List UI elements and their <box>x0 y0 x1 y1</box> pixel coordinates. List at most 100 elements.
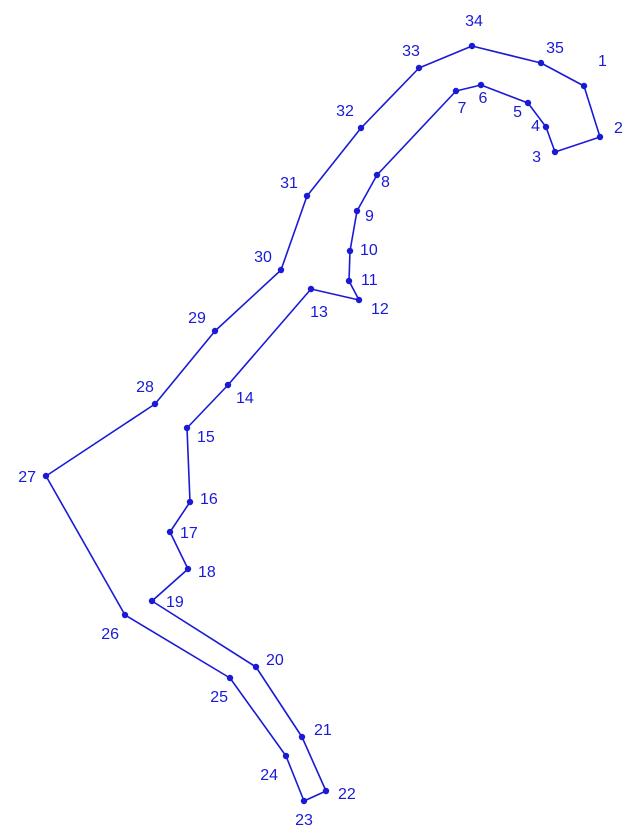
vertex-label-6: 6 <box>479 90 488 107</box>
vertex-27 <box>42 472 50 480</box>
vertex-32 <box>357 124 365 132</box>
edge-16-17 <box>169 501 191 533</box>
vertex-label-3: 3 <box>532 149 541 166</box>
vertex-label-28: 28 <box>136 379 154 396</box>
vertex-label-25: 25 <box>210 689 228 706</box>
vertex-30 <box>277 266 285 274</box>
vertex-8 <box>373 171 381 179</box>
edge-12-13 <box>310 288 360 301</box>
edge-4-5 <box>527 102 547 128</box>
vertex-5 <box>524 99 532 107</box>
vertex-label-23: 23 <box>295 812 313 827</box>
vertex-label-15: 15 <box>197 429 215 446</box>
edge-28-29 <box>154 330 216 405</box>
edge-26-27 <box>45 475 126 616</box>
vertex-13 <box>307 285 315 293</box>
vertex-label-31: 31 <box>280 175 298 192</box>
vertex-31 <box>303 192 311 200</box>
edge-23-24 <box>285 755 305 802</box>
vertex-label-7: 7 <box>458 100 467 117</box>
vertex-label-5: 5 <box>513 104 522 121</box>
edge-10-11 <box>348 250 351 282</box>
vertex-18 <box>184 565 192 573</box>
vertex-9 <box>353 207 361 215</box>
vertex-label-19: 19 <box>166 594 184 611</box>
vertex-labels: 1234567891011121314151617181920212223242… <box>18 13 623 827</box>
vertex-11 <box>345 277 353 285</box>
vertex-label-21: 21 <box>314 722 332 739</box>
edge-8-9 <box>356 174 378 212</box>
vertex-29 <box>211 327 219 335</box>
vertex-10 <box>346 247 354 255</box>
vertex-28 <box>151 400 159 408</box>
vertex-label-33: 33 <box>402 43 420 60</box>
vertex-label-27: 27 <box>18 469 36 486</box>
vertex-26 <box>121 611 129 619</box>
edge-13-14 <box>227 288 312 386</box>
edge-33-34 <box>418 45 473 69</box>
edge-3-4 <box>545 126 556 153</box>
vertex-label-14: 14 <box>236 390 254 407</box>
vertex-33 <box>415 64 423 72</box>
vertex-label-17: 17 <box>180 525 198 542</box>
vertex-34 <box>468 42 476 50</box>
vertex-label-2: 2 <box>614 120 623 137</box>
edge-7-8 <box>376 90 457 176</box>
edge-24-25 <box>229 677 287 757</box>
edge-29-30 <box>214 269 282 332</box>
vertex-2 <box>596 133 604 141</box>
edge-31-32 <box>306 127 362 197</box>
vertex-label-1: 1 <box>598 53 607 70</box>
edge-30-31 <box>280 195 308 271</box>
vertex-label-32: 32 <box>336 103 354 120</box>
vertex-label-29: 29 <box>188 310 206 327</box>
edge-20-21 <box>255 666 303 738</box>
edge-1-2 <box>583 85 601 138</box>
vertex-label-35: 35 <box>546 40 564 57</box>
vertex-25 <box>226 674 234 682</box>
vertex-label-9: 9 <box>365 208 374 225</box>
vertex-19 <box>148 597 156 605</box>
vertex-label-34: 34 <box>465 13 483 30</box>
edge-27-28 <box>45 403 156 477</box>
vertex-3 <box>551 148 559 156</box>
vertex-24 <box>282 752 290 760</box>
vertex-21 <box>298 733 306 741</box>
edge-22-23 <box>303 790 327 802</box>
vertex-22 <box>322 787 330 795</box>
vertex-16 <box>186 498 194 506</box>
edge-17-18 <box>169 531 189 570</box>
edge-21-22 <box>301 736 327 792</box>
edge-18-19 <box>151 568 189 602</box>
vertex-label-20: 20 <box>266 652 284 669</box>
vertex-label-10: 10 <box>360 242 378 259</box>
vertex-label-11: 11 <box>361 272 378 289</box>
vertex-17 <box>166 528 174 536</box>
edge-15-16 <box>186 427 191 503</box>
edge-34-35 <box>471 45 542 64</box>
vertex-35 <box>537 59 545 67</box>
edge-5-6 <box>480 84 529 104</box>
vertex-label-16: 16 <box>200 491 218 508</box>
edge-6-7 <box>455 84 482 92</box>
edge-11-12 <box>348 280 360 301</box>
vertex-1 <box>580 82 588 90</box>
edge-19-20 <box>151 600 257 668</box>
vertex-label-24: 24 <box>260 767 278 784</box>
polygon-vertices <box>42 42 604 805</box>
edge-25-26 <box>124 614 231 679</box>
vertex-label-4: 4 <box>531 118 540 135</box>
vertex-12 <box>355 296 363 304</box>
vertex-label-26: 26 <box>101 626 119 643</box>
vertex-label-8: 8 <box>381 174 390 191</box>
vertex-6 <box>477 81 485 89</box>
vertex-label-18: 18 <box>198 564 216 581</box>
vertex-label-30: 30 <box>254 249 272 266</box>
edge-9-10 <box>349 210 358 252</box>
polygon-edges <box>45 45 601 802</box>
edge-35-1 <box>540 62 585 87</box>
vertex-label-13: 13 <box>310 304 328 321</box>
vertex-4 <box>542 123 550 131</box>
vertex-label-22: 22 <box>338 786 356 803</box>
